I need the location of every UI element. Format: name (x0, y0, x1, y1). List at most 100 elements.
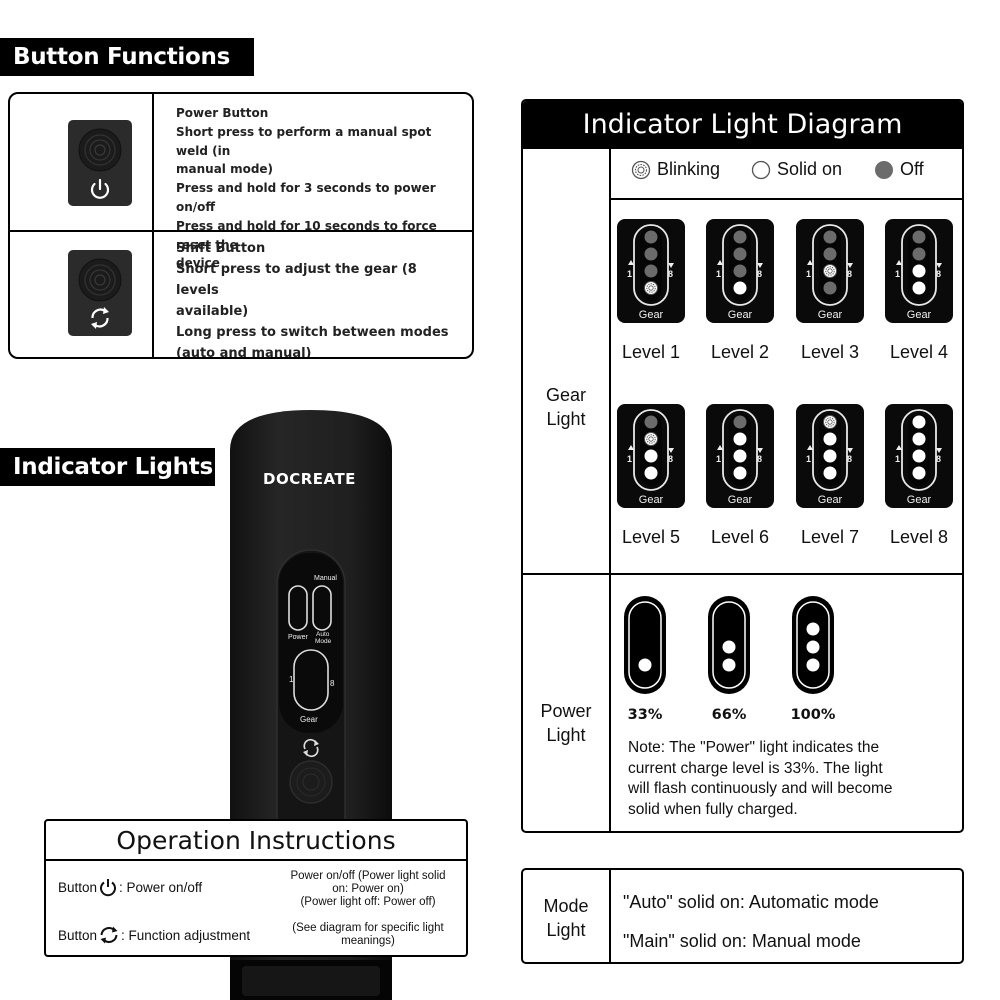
gear-light-solid (644, 466, 658, 480)
shift-icon (100, 926, 118, 944)
indicator-lights-heading: Indicator Lights (0, 448, 215, 486)
gear-light-off (912, 247, 926, 261)
gear-light-label-line: Gear (545, 385, 587, 405)
gear-card-eight-label: 8 (757, 454, 762, 464)
ops-shift-description: : Function adjustment (121, 927, 251, 943)
gear-card-one-label: 1 (627, 269, 632, 279)
gear-card-eight-label: 8 (668, 269, 673, 279)
gear-light-solid (912, 264, 926, 278)
gear-light-off (733, 264, 747, 278)
gear-card-label: Gear (818, 309, 843, 321)
shift-button-description: Shift Button Short press to adjust the g… (176, 238, 464, 359)
gear-level-label: Level 5 (621, 527, 681, 547)
power-button-description: Power Button Short press to perform a ma… (176, 104, 464, 273)
power-button-line: device (176, 256, 220, 271)
gear-light-solid (823, 432, 837, 446)
gear-card-label: Gear (907, 494, 932, 506)
mode-auto-description: "Auto" solid on: Automatic mode (623, 892, 879, 912)
gear-light-solid (733, 449, 747, 463)
manual-label: Manual (314, 575, 337, 582)
shift-button-line: (auto and manual) (176, 346, 312, 359)
gear-card-eight-label: 8 (936, 454, 941, 464)
shift-button-line: Long press to switch between modes (176, 325, 449, 340)
gear-light-solid (912, 466, 926, 480)
gear-card-label: Gear (639, 494, 664, 506)
gear-light-solid (823, 449, 837, 463)
gear-eight-label: 8 (330, 679, 335, 688)
gear-card-one-label: 1 (806, 269, 811, 279)
mode-light-label-line: Light (546, 920, 586, 940)
gear-light-off (823, 281, 837, 295)
power-light-note: Note: The "Power" light indicates the cu… (628, 738, 948, 820)
gear-card-one-label: 1 (716, 454, 721, 464)
gear-light-label: Gear Light (523, 383, 609, 431)
gear-card-label: Gear (818, 494, 843, 506)
power-label: Power (288, 634, 309, 641)
legend-off-label: Off (900, 159, 924, 179)
shift-button-line: available) (176, 304, 249, 319)
power-button-line: Short press to perform a manual spot wel… (176, 124, 432, 158)
gear-light-off (644, 415, 658, 429)
gear-light-solid (823, 466, 837, 480)
power-level-pill (623, 595, 667, 700)
ops-row-shift-right: (See diagram for specific light meanings… (278, 922, 458, 948)
off-icon (875, 160, 893, 179)
power-note-line: will flash continuously and will become (628, 780, 893, 797)
power-button-line: Press and hold for 3 seconds to power on… (176, 181, 436, 214)
solid-on-icon (751, 160, 771, 179)
legend-off: Off (874, 159, 924, 180)
power-light-dot (806, 622, 820, 636)
ops-power-note-line: on: Power on) (332, 883, 404, 895)
ops-button-label: Button (58, 927, 98, 943)
mode-label: Mode (315, 638, 332, 645)
gear-light-off (644, 230, 658, 244)
shift-icon (91, 307, 109, 329)
indicator-light-diagram: Indicator Light Diagram Blinking Solid o… (521, 99, 964, 833)
mode-light-label-line: Mode (543, 896, 589, 916)
button-functions-heading: Button Functions (0, 38, 254, 76)
gear-card-label: Gear (907, 309, 932, 321)
power-button-title: Power Button (176, 106, 269, 120)
gear-card-one-label: 1 (627, 454, 632, 464)
ops-power-note-line: Power on/off (Power light solid (290, 870, 446, 882)
gear-light-solid (733, 432, 747, 446)
ops-shift-note-line: meanings) (341, 935, 395, 947)
gear-level-label: Level 4 (889, 342, 949, 362)
legend-solid-label: Solid on (777, 159, 843, 179)
mode-light-panel: Mode Light "Auto" solid on: Automatic mo… (521, 868, 964, 964)
ops-power-description: : Power on/off (119, 879, 203, 895)
gear-one-label: 1 (289, 675, 294, 684)
ops-row-power-left: Button : Power on/off (58, 877, 202, 897)
mode-light-label: Mode Light (523, 870, 611, 962)
gear-light-solid (912, 281, 926, 295)
blinking-icon (631, 160, 651, 179)
power-button-cell (10, 94, 154, 230)
gear-light-off (733, 247, 747, 261)
gear-light-off (823, 247, 837, 261)
gear-light-solid (912, 432, 926, 446)
gear-light-off (733, 415, 747, 429)
power-level-label: 100% (790, 707, 836, 723)
ops-button-label: Button (58, 879, 98, 895)
ops-power-note-line: (Power light off: Power off) (300, 896, 436, 908)
shift-button-title: Shift Button (176, 241, 266, 256)
gear-level-label: Level 1 (621, 342, 681, 362)
gear-card-eight-label: 8 (847, 454, 852, 464)
ops-shift-note-line: (See diagram for specific light (292, 922, 444, 934)
gear-level-label: Level 8 (889, 527, 949, 547)
mode-manual-description: "Main" solid on: Manual mode (623, 931, 861, 951)
power-light-dot (806, 640, 820, 654)
gear-level-label: Level 3 (800, 342, 860, 362)
gear-level-label: Level 6 (710, 527, 770, 547)
legend-solid: Solid on (751, 159, 842, 180)
power-button-line: Press and hold for 10 seconds to force r… (176, 218, 437, 252)
gear-card-eight-label: 8 (668, 454, 673, 464)
gear-card-eight-label: 8 (757, 269, 762, 279)
power-level-label: 66% (711, 707, 747, 723)
gear-card-one-label: 1 (895, 454, 900, 464)
